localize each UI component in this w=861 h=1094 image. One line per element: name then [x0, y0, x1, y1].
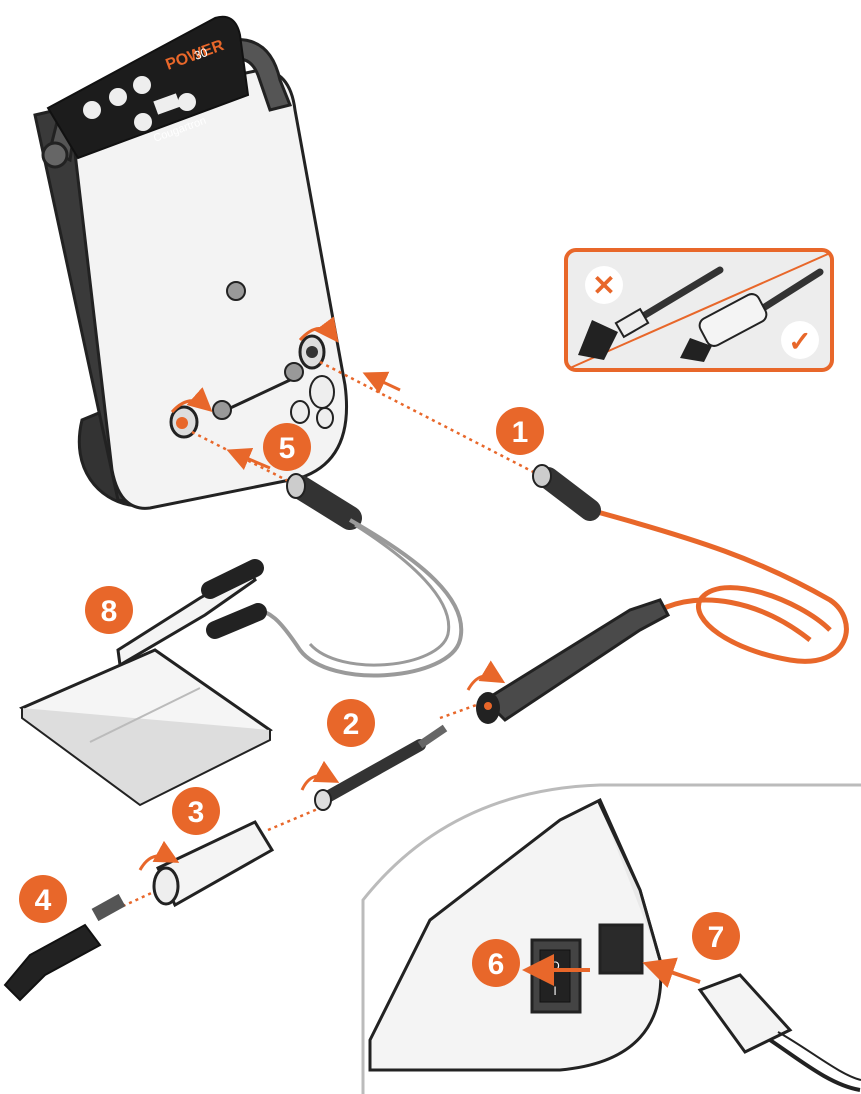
display-screen	[153, 93, 181, 115]
tool-parts	[3, 724, 448, 1002]
step-badge-7: 7	[692, 912, 740, 960]
mode-button-icon	[109, 88, 127, 106]
step-badge-2: 2	[327, 699, 375, 747]
down-button-icon	[134, 113, 152, 131]
svg-text:O: O	[550, 959, 559, 973]
orange-cable-assembly	[466, 464, 849, 724]
step-badge-4: 4	[19, 875, 67, 923]
svg-text:4: 4	[35, 884, 52, 917]
svg-text:7: 7	[708, 921, 725, 954]
svg-text:2: 2	[343, 708, 360, 741]
mode2-button-icon	[133, 76, 151, 94]
svg-text:3: 3	[188, 796, 205, 829]
svg-text:8: 8	[101, 595, 118, 628]
indicator-light-icon	[226, 281, 246, 301]
step-badge-8: 8	[85, 586, 133, 634]
up-button-icon	[178, 93, 196, 111]
step-badge-6: 6	[472, 939, 520, 987]
inset-right-wrong: ✕ ✓	[564, 248, 834, 372]
power-unit: POWER 30 Cougartron	[33, 15, 349, 510]
svg-text:✓: ✓	[788, 326, 811, 357]
step-badge-5: 5	[263, 423, 311, 471]
svg-text:I: I	[553, 984, 556, 998]
correct-mark-icon	[781, 321, 819, 359]
ground-cable-assembly	[19, 473, 464, 807]
svg-text:6: 6	[488, 948, 505, 981]
wrong-mark-icon	[585, 266, 623, 304]
panel-buttons	[83, 76, 196, 131]
model-number: 30	[192, 45, 210, 63]
step-badge-3: 3	[172, 787, 220, 835]
svg-text:✕: ✕	[592, 270, 615, 301]
step-badge-1: 1	[496, 407, 544, 455]
power-inlet-socket	[598, 923, 644, 975]
step-badges: 1 2 3 4 5 6 7 8	[19, 407, 740, 987]
svg-text:1: 1	[512, 416, 529, 449]
power-button-icon	[83, 101, 101, 119]
power-inlet-inset: O I	[361, 783, 861, 1094]
svg-text:5: 5	[279, 432, 296, 465]
